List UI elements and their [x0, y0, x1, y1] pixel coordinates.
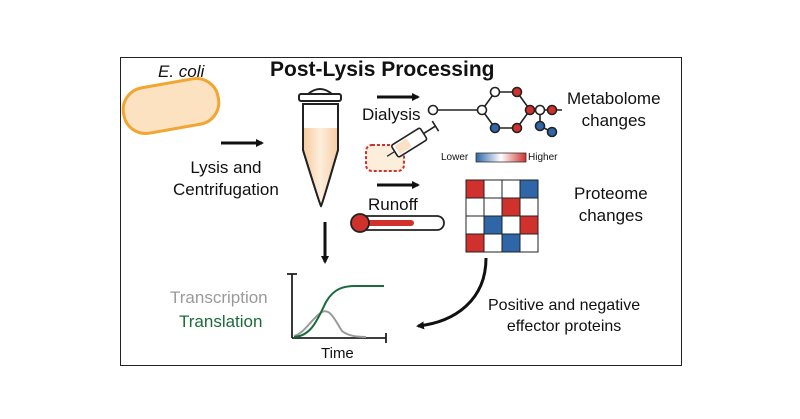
scale-higher-label: Higher	[528, 152, 558, 163]
metabolome-label-line2: changes	[581, 111, 646, 130]
transcription-curve	[293, 310, 367, 338]
metabolome-network-icon	[427, 86, 562, 138]
proteome-label-line2: changes	[578, 206, 643, 225]
proteome-label: Proteome changes	[574, 183, 648, 227]
ecoli-cell-icon	[121, 77, 221, 135]
effector-label-line1: Positive and negative	[488, 297, 641, 314]
proteome-cell	[465, 197, 485, 217]
color-scale-bar	[475, 152, 527, 163]
metabolome-label: Metabolome changes	[567, 88, 661, 132]
transcription-label: Transcription	[170, 288, 268, 307]
diagram-title: Post-Lysis Processing	[270, 58, 495, 81]
proteome-label-line1: Proteome	[574, 184, 648, 203]
thermometer-icon	[350, 213, 445, 233]
diagram-frame	[120, 57, 682, 366]
effector-label-line2: effector proteins	[506, 318, 622, 335]
translation-curve	[293, 284, 384, 338]
proteome-cell	[519, 179, 539, 199]
expression-time-plot	[287, 273, 387, 343]
proteome-cell	[501, 197, 521, 217]
proteome-cell	[519, 233, 539, 253]
proteome-cell	[501, 215, 521, 235]
proteome-cell	[501, 179, 521, 199]
lysis-label-line1: Lysis and	[190, 158, 262, 177]
scale-lower-label: Lower	[441, 152, 469, 163]
proteome-cell	[483, 179, 503, 199]
proteome-cell	[483, 197, 503, 217]
proteome-cell	[483, 233, 503, 253]
tube-icon	[298, 88, 342, 208]
proteome-cell	[465, 215, 485, 235]
proteome-cell	[465, 233, 485, 253]
proteome-cell	[519, 197, 539, 217]
organism-label: E. coli	[158, 62, 205, 81]
translation-label: Translation	[179, 312, 263, 331]
proteome-cell	[501, 233, 521, 253]
proteome-cell	[483, 215, 503, 235]
proteome-cell	[519, 215, 539, 235]
proteome-cell	[465, 179, 485, 199]
proteome-grid-icon	[465, 179, 539, 253]
dialysis-label: Dialysis	[362, 105, 421, 124]
metabolome-label-line1: Metabolome	[567, 89, 661, 108]
time-axis-label: Time	[321, 345, 354, 362]
dialysis-syringe-icon	[365, 120, 440, 172]
arrow-effector-feedback	[416, 257, 488, 330]
lysis-label: Lysis and Centrifugation	[173, 157, 279, 201]
effector-label: Positive and negative effector proteins	[488, 295, 640, 337]
lysis-label-line2: Centrifugation	[173, 180, 279, 199]
runoff-label: Runoff	[368, 195, 418, 214]
